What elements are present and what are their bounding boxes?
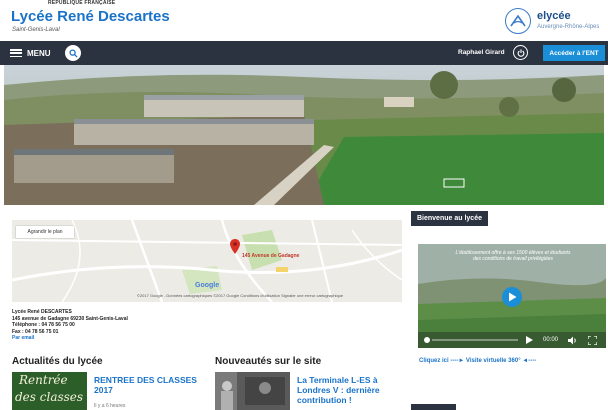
map-marker-icon [230,239,240,254]
map-footer: ©2017 Google - Données cartographiques ©… [137,293,344,298]
contact-email-link[interactable]: Par email [12,335,35,341]
news-item-date: Il y a 6 heures [94,403,126,409]
map-enlarge-link[interactable]: Agrandir le plan [16,226,74,238]
power-icon [517,48,524,57]
update-title-line-1: La Terminale L-ES à [297,375,378,385]
republique-francaise-label: RÉPUBLIQUE FRANÇAISE [48,0,116,6]
search-button[interactable] [65,45,81,61]
news-title-line-2: 2017 [94,385,113,395]
user-name: Raphael Girard [458,49,505,56]
contact-name: Lycée René DESCARTES [12,309,72,315]
video-caption-line-2: des conditions de travail privilégiées [472,256,554,262]
hero-aerial-photo [4,65,604,205]
news-thumbnail[interactable]: Rentrée des classes [12,372,87,410]
contact-fax: Fax : 04 78 56 75 01 [12,328,59,335]
update-title-line-2: Londres V : dernière [297,385,380,395]
ent-access-button[interactable]: Accéder à l'ENT [543,45,605,61]
menu-button[interactable]: MENU [10,46,51,60]
play-icon [508,292,516,302]
thumb-line-1: Rentrée [19,373,68,387]
menu-label: MENU [27,48,51,58]
volume-icon[interactable] [568,336,578,345]
contact-address: 145 avenue de Gadagne 69230 Saint-Genis-… [12,315,128,322]
video-control-bar [418,332,606,348]
contact-info: Lycée René DESCARTES 145 avenue de Gadag… [12,309,128,342]
elycee-logo-icon[interactable] [505,8,531,34]
update-title-line-3: contribution ! [297,395,352,405]
updates-section-title: Nouveautés sur le site [215,356,322,367]
news-title-line-1: RENTREE DES CLASSES [94,375,197,385]
search-icon [68,48,78,58]
school-city: Saint-Genis-Laval [12,27,60,33]
contact-phone: Téléphone : 04 78 56 75 00 [12,322,75,328]
video-caption: L'établissement offre à ses 1500 élèves … [428,250,598,262]
thumb-line-2: des classes [15,390,84,404]
welcome-badge: Bienvenue au lycée [411,211,488,226]
logout-button[interactable] [513,45,528,60]
elycee-region: Auvergne-Rhône-Alpes [537,24,600,30]
google-logo: Google [195,282,220,289]
next-section-badge [411,404,456,410]
elycee-name: elycée [537,10,571,22]
video-time: 00:00 [543,337,559,343]
virtual-visit-link[interactable]: Cliquez ici ----► Visite virtuelle 360° … [419,358,537,364]
video-play-button[interactable] [502,287,522,307]
google-map[interactable] [12,220,402,302]
fullscreen-icon[interactable] [588,336,597,345]
school-name-link[interactable]: Lycée René Descartes [11,8,170,25]
map-address-label: 145 Avenue de Gadagne [242,253,300,259]
video-caption-line-1: L'établissement offre à ses 1500 élèves … [455,250,571,256]
news-section-title: Actualités du lycée [12,356,103,367]
news-item-title[interactable]: RENTREE DES CLASSES 2017 [94,375,197,395]
hamburger-icon [10,49,22,57]
update-item-title[interactable]: La Terminale L-ES à Londres V : dernière… [297,375,380,405]
main-navbar: MENU Raphael Girard Accéder à l'ENT [0,41,608,65]
update-thumbnail[interactable] [215,372,290,410]
site-header: RÉPUBLIQUE FRANÇAISE Lycée René Descarte… [0,0,608,41]
